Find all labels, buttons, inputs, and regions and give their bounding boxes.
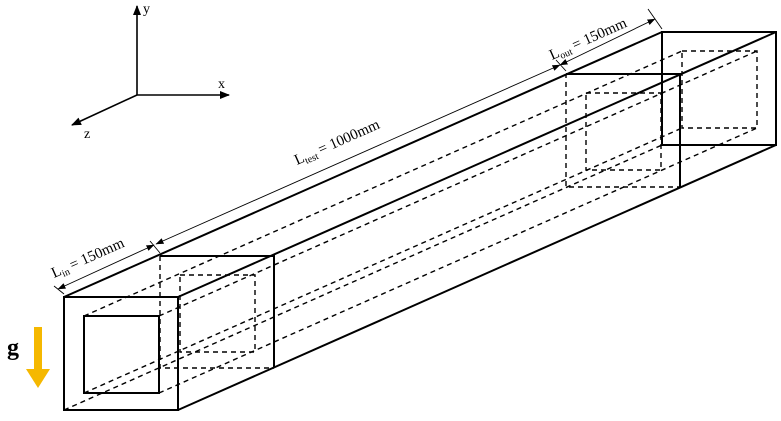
dimension-lines — [53, 8, 663, 295]
inner-edge-bottom-right — [158, 127, 758, 394]
inlet-section-visible — [160, 255, 275, 368]
gravity-label: g — [7, 335, 19, 361]
gravity-indicator: g — [7, 327, 50, 388]
inner-edge-top-left — [83, 50, 683, 317]
z-axis-label: z — [84, 127, 90, 142]
inlet-section-hidden — [159, 256, 274, 369]
inlet-length-label: Lin= 150mm — [49, 235, 128, 283]
coordinate-axes: y x z — [71, 2, 230, 142]
inlet-section — [159, 255, 275, 369]
channel — [63, 31, 777, 411]
bottom-left-edge — [63, 144, 663, 411]
outlet-section — [565, 73, 681, 188]
inlet-dim-line — [57, 244, 155, 290]
back-face-inner — [681, 50, 758, 129]
front-face-inner — [83, 315, 160, 394]
inlet-ext-line-2 — [149, 240, 161, 254]
outlet-dim-line — [559, 18, 656, 66]
z-axis — [71, 94, 138, 126]
inlet-section-inner — [179, 274, 256, 353]
gravity-arrow-shaft — [34, 327, 42, 372]
x-axis-label: x — [218, 77, 225, 92]
inner-edge-bottom-left — [83, 127, 683, 394]
top-right-edge — [177, 31, 777, 298]
test-dim-line — [155, 64, 561, 245]
gravity-arrow-head — [26, 369, 50, 388]
outlet-length-label: Lout= 150mm — [547, 15, 630, 65]
outlet-section-inner — [585, 92, 662, 171]
top-left-edge — [63, 31, 663, 298]
y-axis-label: y — [143, 2, 150, 17]
bottom-right-edge — [177, 144, 777, 411]
outlet-ext-line-1 — [555, 59, 567, 72]
inner-edge-top-right — [158, 50, 758, 317]
inlet-ext-line-1 — [53, 285, 65, 295]
outlet-section-visible — [566, 73, 681, 187]
